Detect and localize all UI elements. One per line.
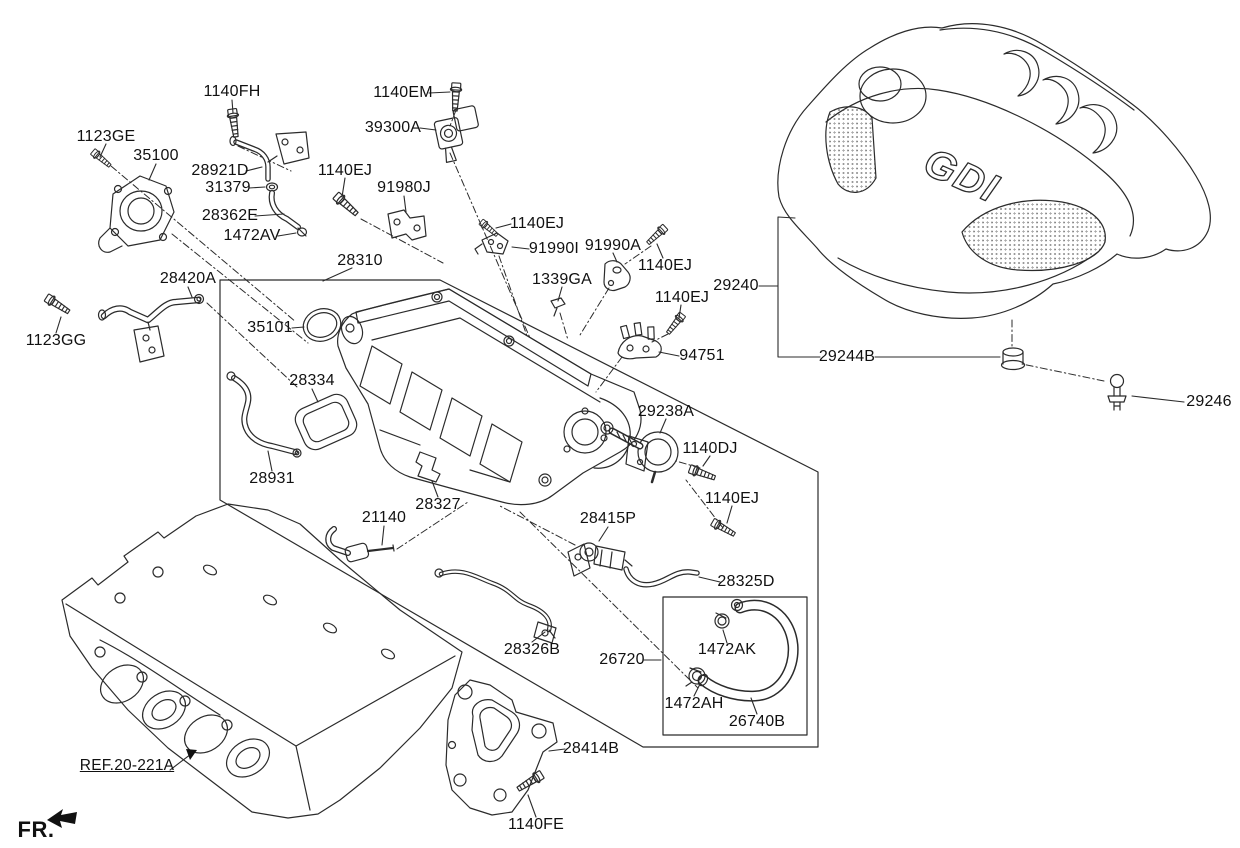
part-label-1140ej-15[interactable]: 1140EJ (637, 257, 693, 274)
part-label-26740b-38[interactable]: 26740B (728, 713, 786, 730)
leader-lines (55, 91, 1185, 818)
part-label-29240-18[interactable]: 29240 (713, 277, 759, 294)
part-label-35100-1[interactable]: 35100 (133, 147, 179, 164)
intake-manifold-drawing (337, 288, 642, 506)
bracket-94751-drawing (617, 322, 662, 360)
water-pipe-drawing (229, 131, 310, 237)
bracket-91990a-drawing (603, 260, 631, 292)
part-label-1140ej-9[interactable]: 1140EJ (317, 162, 373, 179)
part-label-28931-28[interactable]: 28931 (249, 470, 295, 487)
manifold-gasket-drawing (294, 393, 358, 451)
cover-mesh-right (961, 199, 1106, 272)
clip-1339ga-drawing (550, 297, 566, 317)
part-label-35101-20[interactable]: 35101 (247, 319, 293, 336)
part-label-91990i-13[interactable]: 91990I (528, 240, 580, 257)
ref-arrowhead (186, 749, 197, 760)
cover-bolt-drawing (1107, 373, 1127, 411)
part-label-21140-31[interactable]: 21140 (361, 509, 407, 526)
part-label-28310-11[interactable]: 28310 (337, 252, 383, 269)
cover-mesh-left (825, 106, 877, 193)
part-label-29244b-24[interactable]: 29244B (818, 348, 876, 365)
part-label-28921d-3[interactable]: 28921D (191, 162, 249, 179)
map-sensor-drawing (433, 105, 479, 163)
fr-direction-arrow (47, 809, 77, 828)
label-fr--42: FR. (17, 817, 55, 842)
part-label-29246-25[interactable]: 29246 (1186, 393, 1232, 410)
part-label-28326b-34[interactable]: 28326B (503, 641, 561, 658)
part-label-28415p-32[interactable]: 28415P (579, 510, 637, 527)
part-label-94751-21[interactable]: 94751 (679, 347, 725, 364)
part-label-1140ej-17[interactable]: 1140EJ (654, 289, 710, 306)
part-label-1339ga-16[interactable]: 1339GA (532, 271, 592, 288)
vapor-hose-drawing (623, 566, 700, 588)
part-label-39300a-8[interactable]: 39300A (364, 119, 422, 136)
manifold-stay-28327 (415, 451, 441, 483)
clamp-1472ah-drawing (685, 667, 706, 687)
purge-control-valve-drawing (600, 421, 679, 484)
part-label-1140fe-40[interactable]: 1140FE (507, 816, 565, 833)
part-label-26720-35[interactable]: 26720 (599, 651, 645, 668)
part-label-28327-29[interactable]: 28327 (415, 496, 461, 513)
purge-valve-drawing (567, 542, 633, 577)
clamp-1472ak-drawing (714, 612, 730, 629)
part-label-28334-23[interactable]: 28334 (289, 372, 335, 389)
part-label-1472ak-36[interactable]: 1472AK (697, 641, 757, 658)
part-label-91980j-10[interactable]: 91980J (377, 179, 431, 196)
main-assembly-box (219, 279, 819, 748)
part-label-31379-4[interactable]: 31379 (205, 179, 251, 196)
throttle-gasket-drawing (302, 308, 342, 342)
vacuum-pipe-drawing (226, 371, 302, 458)
part-label-1140ej-30[interactable]: 1140EJ (704, 490, 760, 507)
part-label-28420a-19[interactable]: 28420A (159, 270, 217, 287)
part-label-28325d-33[interactable]: 28325D (717, 573, 775, 590)
part-label-1123ge-0[interactable]: 1123GE (76, 128, 136, 145)
part-label-1140ej-12[interactable]: 1140EJ (509, 215, 565, 232)
support-bracket-drawing (445, 679, 558, 816)
cover-grommet-drawing (1000, 347, 1026, 371)
part-label-1123gg-22[interactable]: 1123GG (25, 332, 87, 349)
part-label-1140em-7[interactable]: 1140EM (373, 84, 433, 101)
label-ref-20-221a-41: REF.20-221A (79, 757, 175, 774)
bracket-91980j-drawing (387, 209, 427, 241)
part-label-91990a-14[interactable]: 91990A (584, 237, 642, 254)
part-label-1140fh-2[interactable]: 1140FH (203, 83, 261, 100)
part-label-1472av-6[interactable]: 1472AV (223, 227, 281, 244)
water-pipe-assy-drawing (97, 293, 205, 363)
pcv-hose-drawing (685, 598, 799, 702)
cylinder-head-drawing (61, 503, 463, 819)
oil-cap-opening (859, 68, 927, 124)
pcv-hose-group-box (662, 596, 808, 736)
vacuum-tube-drawing (434, 568, 557, 644)
nipple-drawing (325, 526, 395, 563)
throttle-body-drawing (98, 175, 175, 253)
part-label-1472ah-37[interactable]: 1472AH (664, 695, 724, 712)
part-label-28414b-39[interactable]: 28414B (562, 740, 620, 757)
part-label-1140dj-27[interactable]: 1140DJ (682, 440, 738, 457)
part-label-28362e-5[interactable]: 28362E (201, 207, 259, 224)
part-label-29238a-26[interactable]: 29238A (637, 403, 695, 420)
